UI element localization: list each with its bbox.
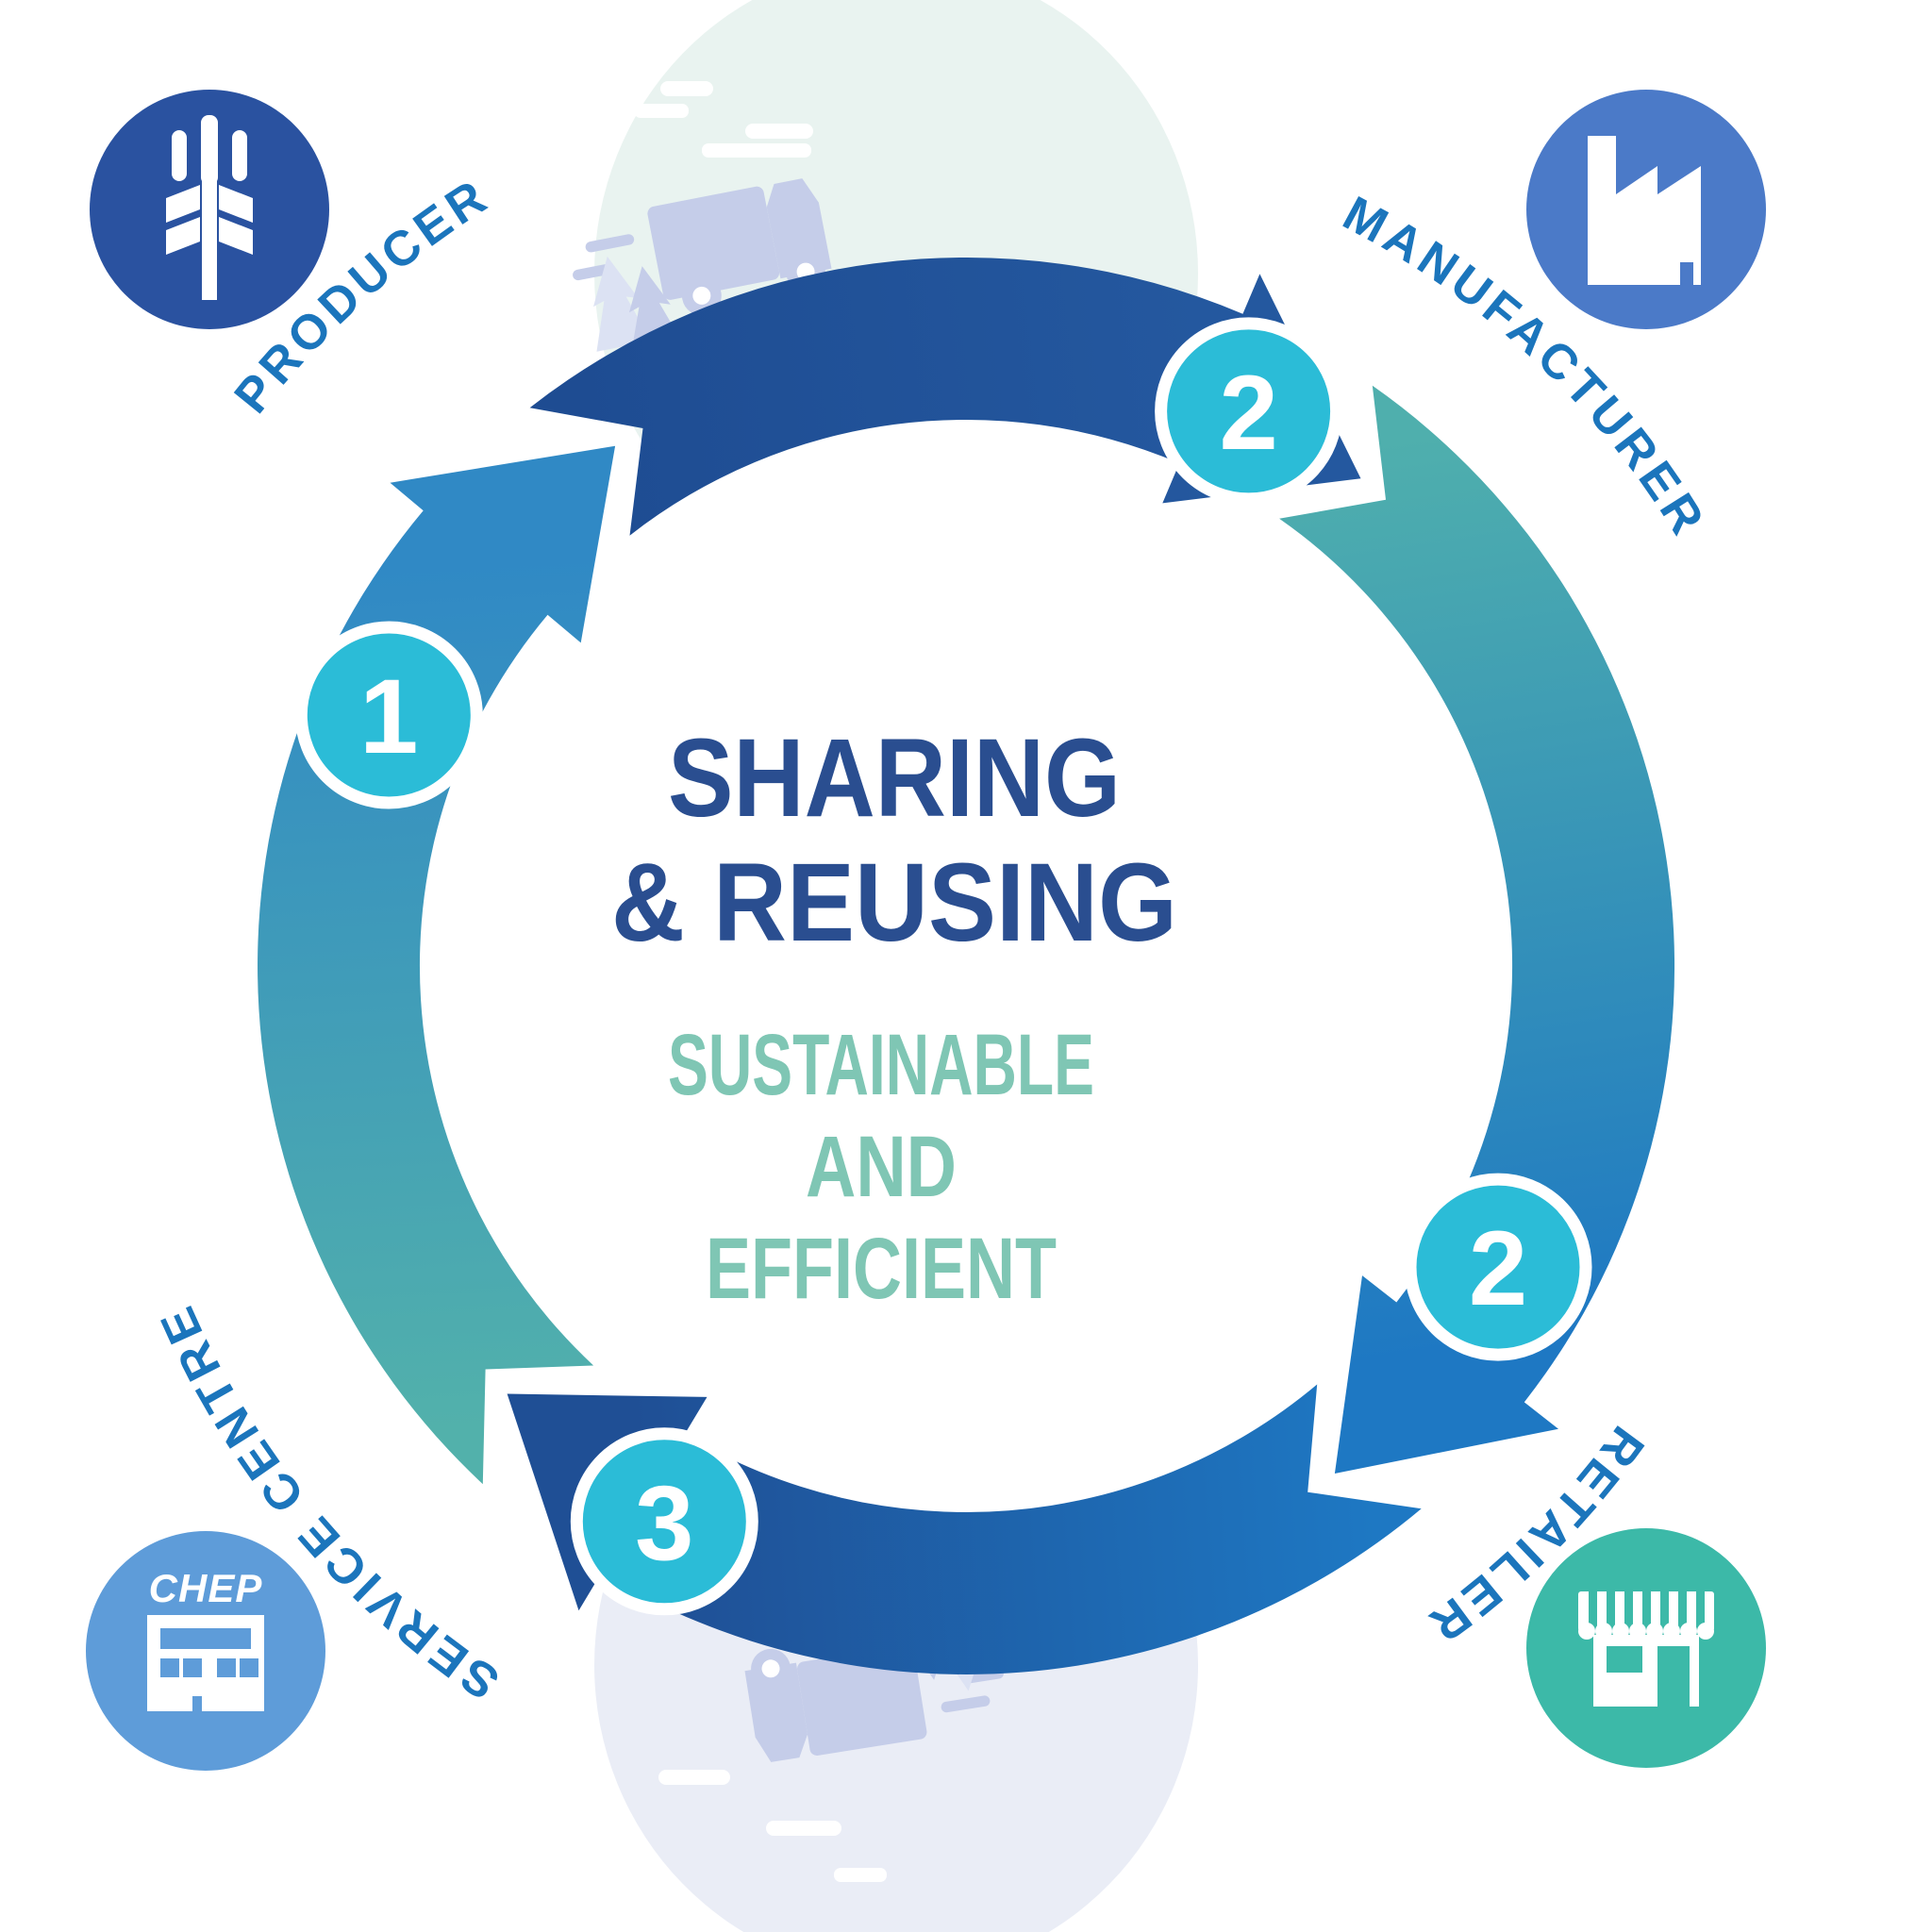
clouds-bottom [658,1770,887,1882]
title-line-1: SHARING [668,716,1121,841]
title-line-2: & REUSING [611,841,1177,965]
subtitle-line-1: SUSTAINABLE [668,1017,1094,1113]
subtitle-line-3: EFFICIENT [706,1221,1057,1317]
step-badges: 1 2 2 3 [294,317,1592,1616]
step-number-2a: 2 [1219,354,1277,472]
chep-logo: CHEP [149,1566,263,1610]
step-number-1: 1 [359,658,418,775]
step-badge-2b: 2 [1404,1173,1592,1361]
cycle-segment-producer-to-manufacturer [529,257,1361,536]
step-number-2b: 2 [1469,1209,1527,1327]
step-badge-2a: 2 [1155,317,1343,506]
stage-retailer [1526,1528,1766,1768]
center-text: SHARING & REUSING SUSTAINABLE AND EFFICI… [611,716,1177,1317]
step-badge-3: 3 [570,1427,758,1616]
wheat-icon [166,115,253,300]
ring-inner-disc [420,420,1512,1512]
step-number-3: 3 [635,1464,693,1582]
stage-producer [90,90,329,329]
clouds-top [634,81,813,158]
stage-service-centre: CHEP [86,1531,325,1771]
cycle-segment-manufacturer-to-retailer [1279,385,1675,1474]
step-badge-1: 1 [294,621,483,809]
warehouse-icon: CHEP [147,1566,264,1711]
factory-icon [1588,136,1701,285]
cycle-segment-retailer-to-service [507,1384,1422,1674]
stage-manufacturer [1526,90,1766,329]
storefront-icon [1578,1591,1714,1707]
subtitle-line-2: AND [806,1119,957,1215]
